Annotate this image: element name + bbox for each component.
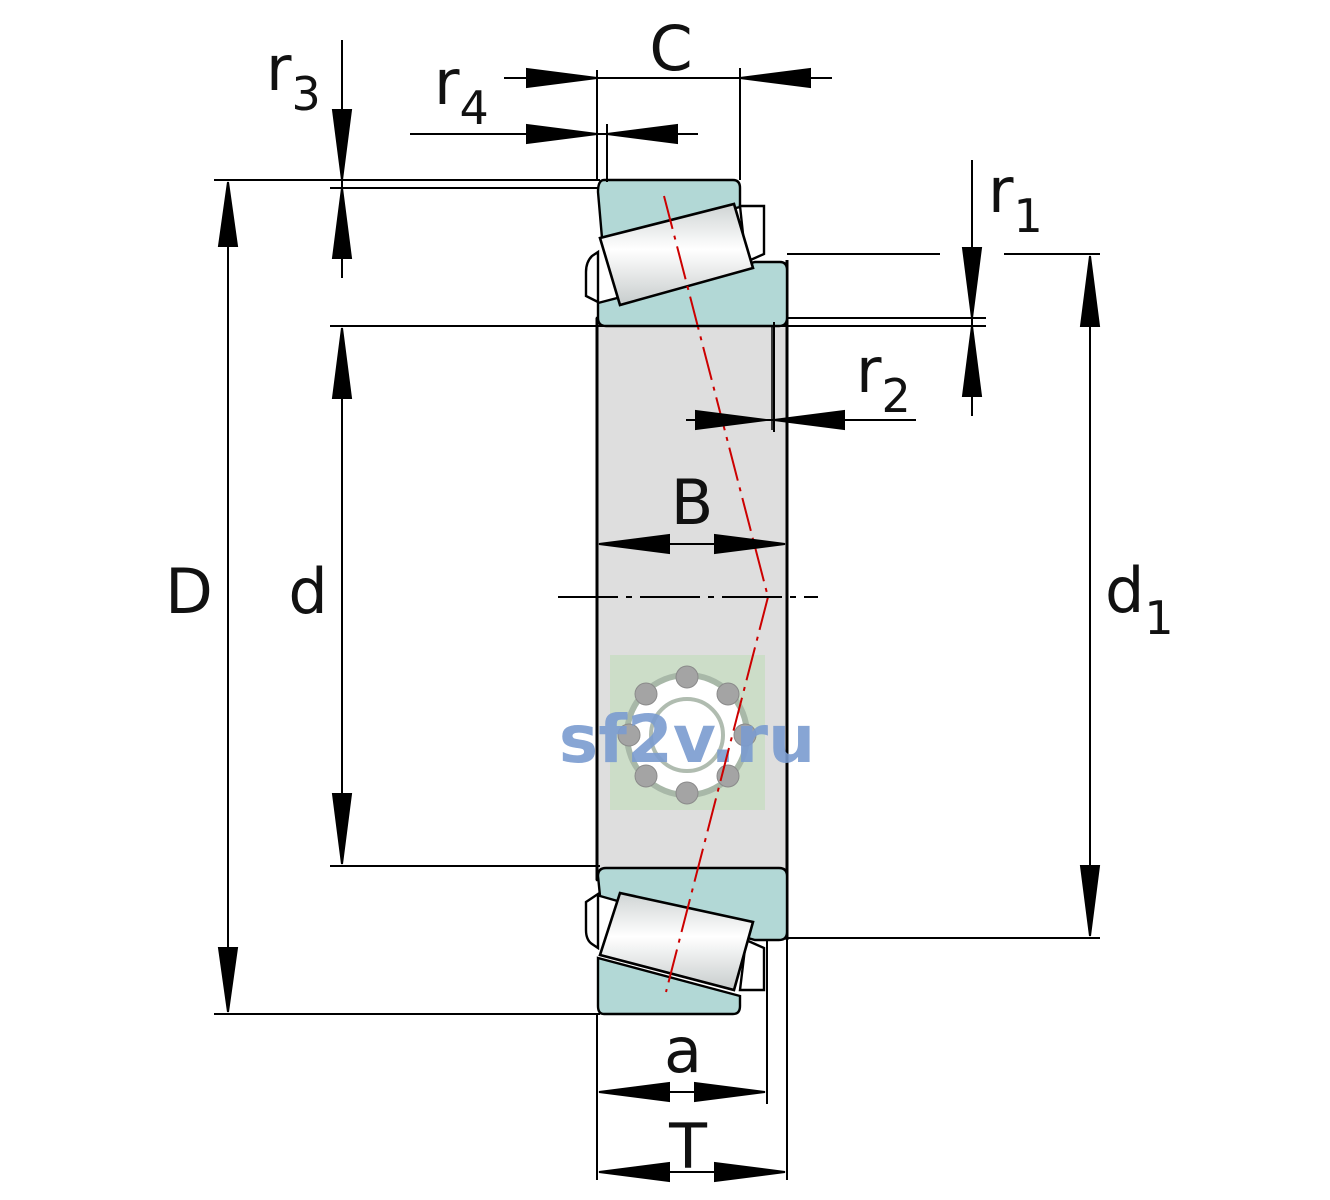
label-d1-main: d bbox=[1105, 554, 1144, 627]
label-r4-sub: 4 bbox=[460, 81, 489, 135]
label-C: C bbox=[649, 12, 692, 85]
dim-r1-arrow-up bbox=[961, 325, 983, 397]
dim-a-arrow-left bbox=[598, 1081, 670, 1103]
roller-top bbox=[598, 202, 755, 307]
label-r3-main: r bbox=[266, 32, 292, 105]
label-r4-main: r bbox=[434, 46, 460, 119]
dim-d1-arrow-bottom bbox=[1079, 865, 1101, 937]
dim-B-arrow-right bbox=[714, 533, 786, 555]
dim-D-arrow-bottom bbox=[217, 947, 239, 1013]
label-r1: r1 bbox=[988, 154, 1043, 243]
roller-bottom bbox=[598, 891, 755, 992]
label-r2-main: r bbox=[856, 334, 882, 407]
dimension-labels: C B D d d1 a T r1 r2 r3 r4 bbox=[165, 12, 1174, 1183]
dimension-arrows bbox=[217, 67, 1101, 1183]
watermark-text: sf2v.ru bbox=[559, 701, 815, 778]
label-T: T bbox=[668, 1110, 708, 1183]
watermark: sf2v.ru bbox=[559, 655, 815, 810]
label-r2-sub: 2 bbox=[882, 369, 911, 423]
inner-ring-top bbox=[596, 260, 789, 328]
label-r3-sub: 3 bbox=[292, 67, 321, 121]
dim-r2-arrow-left bbox=[695, 409, 767, 431]
outer-ring-bottom bbox=[596, 956, 742, 1016]
label-d1-sub: 1 bbox=[1144, 591, 1173, 645]
dim-B-arrow-left bbox=[598, 533, 670, 555]
cage-bottom bbox=[738, 938, 766, 992]
dim-r2-arrow-right bbox=[773, 409, 845, 431]
dim-r4-arrow-left bbox=[526, 123, 598, 145]
dim-D-arrow-top bbox=[217, 181, 239, 247]
label-d1: d1 bbox=[1105, 554, 1174, 645]
contact-angle-line bbox=[663, 195, 769, 993]
label-a: a bbox=[664, 1014, 702, 1087]
label-r2: r2 bbox=[856, 334, 911, 423]
label-r1-sub: 1 bbox=[1014, 189, 1043, 243]
label-D: D bbox=[165, 555, 213, 628]
dim-d1-arrow-top bbox=[1079, 255, 1101, 327]
label-r4: r4 bbox=[434, 46, 489, 135]
dim-r3-arrow-up bbox=[331, 187, 353, 259]
dim-T-arrow-left bbox=[598, 1161, 670, 1183]
dim-d-arrow-bottom bbox=[331, 793, 353, 865]
dim-r4-arrow-right bbox=[606, 123, 678, 145]
inner-flange-top bbox=[584, 249, 600, 304]
dim-d-arrow-top bbox=[331, 327, 353, 399]
label-B: B bbox=[671, 466, 714, 539]
dim-C-arrow-left bbox=[526, 67, 598, 89]
dim-a-arrow-right bbox=[694, 1081, 766, 1103]
dim-T-arrow-right bbox=[714, 1161, 786, 1183]
dim-C-arrow-right bbox=[739, 67, 811, 89]
bearing-cross-section bbox=[584, 178, 789, 1016]
label-r3: r3 bbox=[266, 32, 321, 121]
inner-flange-bottom bbox=[584, 891, 600, 951]
label-r1-main: r bbox=[988, 154, 1014, 227]
label-d: d bbox=[288, 555, 327, 628]
dim-r1-arrow-down bbox=[961, 247, 983, 319]
dim-r3-arrow-down bbox=[331, 109, 353, 181]
